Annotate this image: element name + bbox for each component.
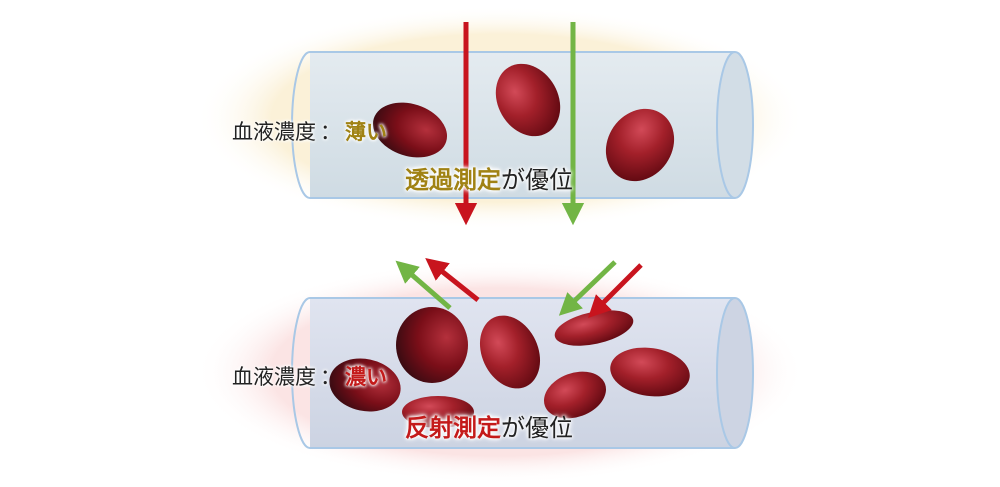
- red-blood-cell: [396, 307, 468, 383]
- top-panel: [195, 6, 805, 230]
- transmission-measurement-keyword: 透過測定: [405, 166, 501, 194]
- top-caption: 透過測定が優位: [405, 160, 573, 195]
- red-blood-cell: [554, 310, 634, 346]
- reflection-measurement-keyword: 反射測定: [405, 414, 501, 442]
- top-concentration-label: 血液濃度：薄い: [232, 116, 387, 146]
- caption-suffix: が優位: [501, 414, 573, 442]
- red-blood-cell: [544, 371, 606, 419]
- red-blood-cell: [372, 102, 448, 158]
- concentration-value-thin: 薄い: [345, 120, 387, 144]
- red-blood-cell: [495, 63, 561, 137]
- concentration-label-text: 血液濃度: [232, 365, 316, 389]
- red-blood-cell: [605, 108, 675, 182]
- caption-suffix: が優位: [501, 166, 573, 194]
- red-blood-cell: [479, 315, 541, 389]
- top-vessel-tube-front-rim: [291, 51, 311, 199]
- red-blood-cell: [329, 358, 401, 412]
- reflected-red-light-arrow: [425, 257, 480, 302]
- bottom-panel: [195, 257, 805, 484]
- incident-red-light-arrow: [588, 263, 643, 318]
- bottom-concentration-label: 血液濃度：濃い: [232, 361, 387, 391]
- separator: ：: [320, 120, 341, 144]
- reflected-green-light-arrow: [395, 260, 452, 310]
- bottom-vessel-tube-front-rim: [291, 297, 311, 449]
- incident-green-light-arrow: [558, 260, 617, 316]
- bottom-caption: 反射測定が優位: [405, 408, 573, 443]
- concentration-label-text: 血液濃度: [232, 120, 316, 144]
- separator: ：: [320, 365, 341, 389]
- red-blood-cell: [610, 347, 690, 397]
- concentration-value-thick: 濃い: [345, 365, 387, 389]
- red-blood-cell: [402, 396, 474, 428]
